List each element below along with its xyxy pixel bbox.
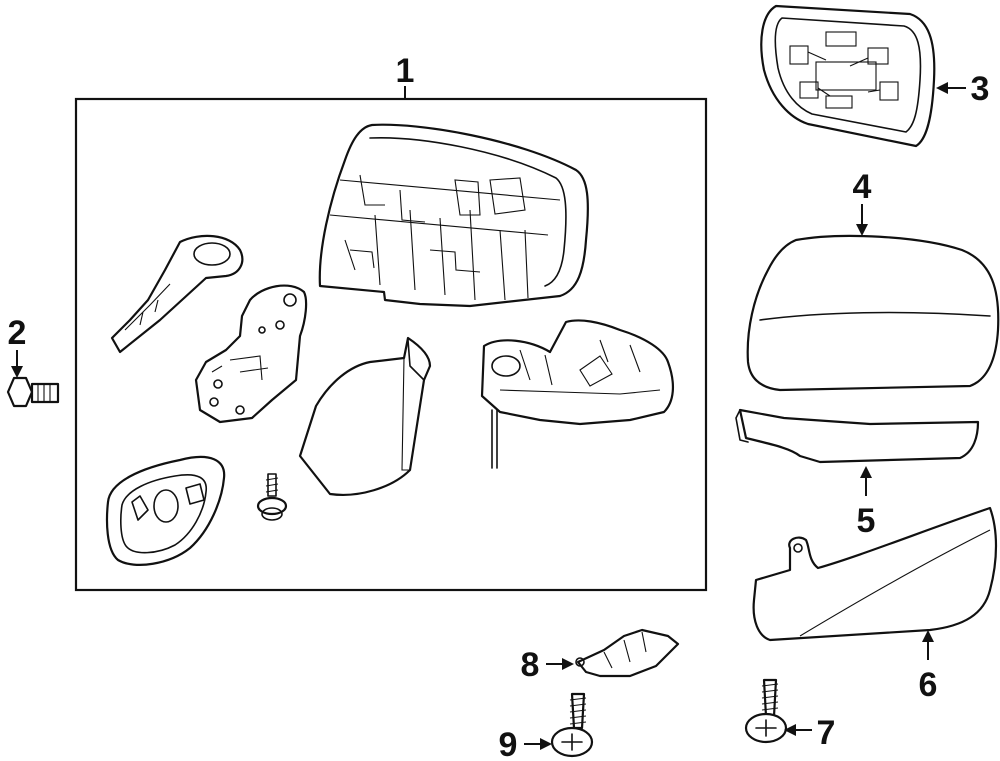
screw-inner-part bbox=[256, 473, 288, 521]
arrow-8 bbox=[562, 658, 574, 670]
callout-6: 6 bbox=[919, 666, 938, 704]
mirror-base-part bbox=[480, 319, 674, 469]
arrow-9 bbox=[540, 738, 552, 750]
clip-part-8 bbox=[575, 628, 680, 678]
mirror-glass-part-3 bbox=[760, 4, 936, 148]
arrow-4 bbox=[856, 224, 868, 236]
turn-signal-part-6 bbox=[752, 506, 998, 642]
arrow-6 bbox=[922, 630, 934, 642]
screw-part-7 bbox=[744, 678, 788, 744]
callout-1: 1 bbox=[396, 52, 415, 90]
callout-2: 2 bbox=[8, 314, 27, 352]
arrow-7 bbox=[784, 724, 796, 736]
mirror-glass-part bbox=[105, 455, 226, 566]
callout-7: 7 bbox=[817, 714, 836, 752]
mirror-housing-part bbox=[318, 123, 589, 308]
callout-9: 9 bbox=[499, 726, 518, 761]
callout-3: 3 bbox=[971, 70, 990, 108]
arrow-5 bbox=[860, 466, 872, 478]
assembly-frame bbox=[74, 97, 708, 592]
callout-4: 4 bbox=[853, 168, 872, 206]
arrow-3 bbox=[936, 82, 948, 94]
callout-8: 8 bbox=[521, 646, 540, 684]
callout-5: 5 bbox=[857, 502, 876, 540]
arrow-2 bbox=[11, 366, 23, 378]
bracket-part bbox=[110, 234, 244, 354]
trim-strip-part-5 bbox=[735, 408, 980, 464]
mirror-cover-part-4 bbox=[746, 234, 1000, 392]
lower-cover-part bbox=[298, 336, 432, 496]
actuator-part bbox=[194, 284, 308, 424]
screw-part-9 bbox=[550, 692, 594, 758]
bolt-part-2 bbox=[6, 376, 60, 408]
